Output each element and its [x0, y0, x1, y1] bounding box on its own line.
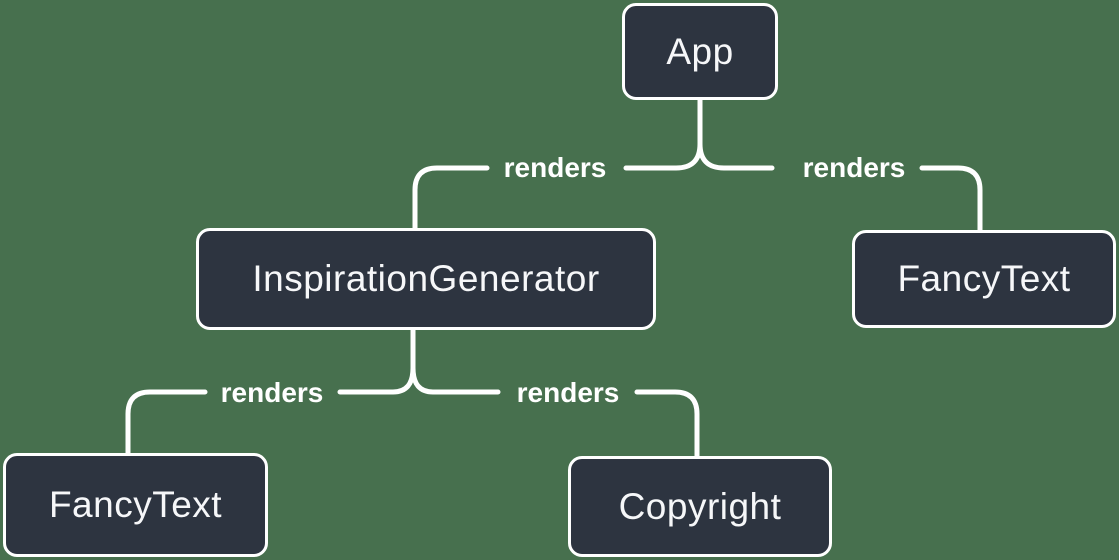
node-copyright-label: Copyright	[618, 485, 782, 527]
edge-inspiration-to-copyright	[634, 389, 700, 459]
edge-label-renders-app-inspiration: renders	[503, 152, 607, 183]
node-inspiration-generator: InspirationGenerator	[196, 228, 656, 330]
node-app-label: App	[666, 30, 734, 72]
edge-app-stem-right	[697, 141, 775, 171]
edge-inspiration-stem-right	[410, 365, 501, 395]
node-fancy-text-right-label: FancyText	[897, 258, 1071, 299]
edge-label-renders-inspiration-copyright: renders	[516, 377, 620, 408]
edge-app-to-inspirationgenerator	[412, 165, 490, 231]
node-copyright: Copyright	[568, 456, 832, 557]
node-app: App	[622, 3, 778, 100]
edge-inspiration-to-fancytext	[125, 389, 208, 456]
node-inspiration-generator-label: InspirationGenerator	[252, 258, 600, 299]
edge-app-to-fancytext	[919, 165, 983, 233]
edge-label-renders-inspiration-fancytext: renders	[220, 377, 324, 408]
edge-label-renders-app-fancytext: renders	[802, 152, 906, 183]
node-fancy-text-left-label: FancyText	[48, 484, 223, 525]
edge-inspiration-stem-left	[337, 327, 416, 395]
edge-app-stem-left	[623, 97, 703, 171]
node-fancy-text-right: FancyText	[852, 230, 1116, 328]
node-fancy-text-left: FancyText	[3, 453, 268, 557]
